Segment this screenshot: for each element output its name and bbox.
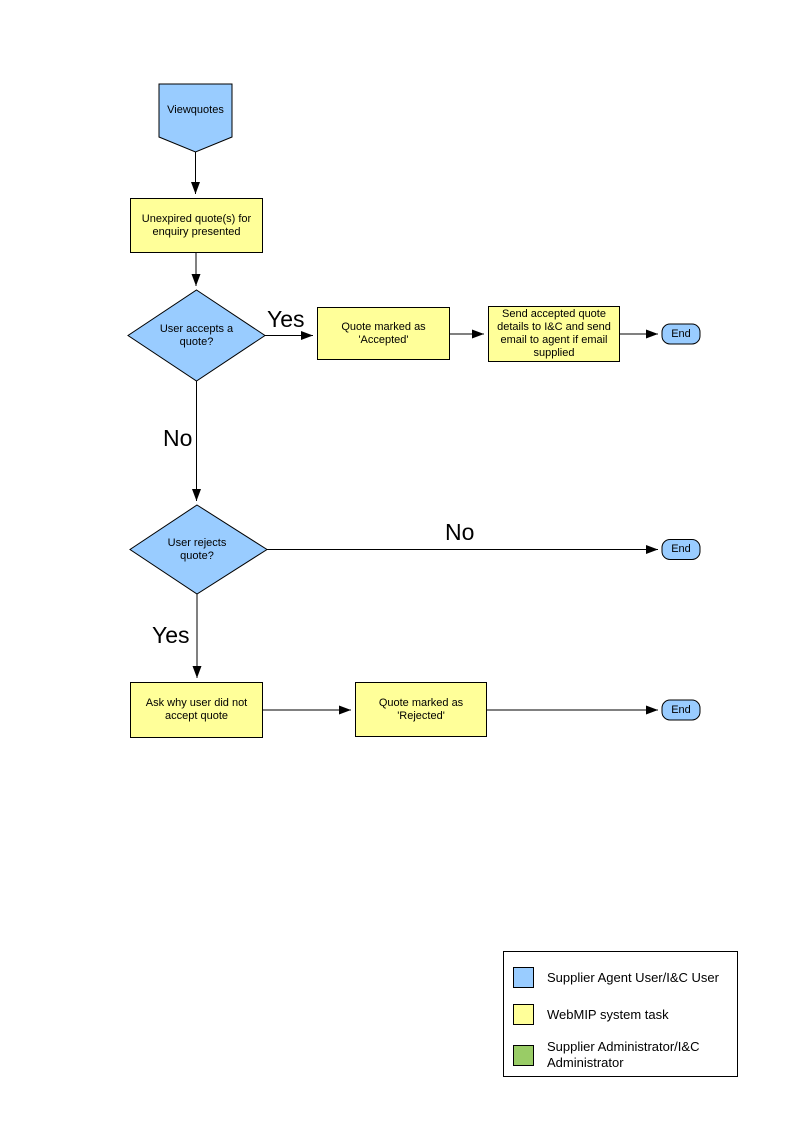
end-reject-label: End <box>671 703 691 716</box>
legend: Supplier Agent User/I&C User WebMIP syst… <box>503 951 738 1077</box>
edge-label-accept-yes: Yes <box>267 306 305 332</box>
legend-swatch-blue <box>513 967 534 988</box>
edge-label-reject-no: No <box>445 519 475 545</box>
task-mark-accepted: Quote marked as 'Accepted' <box>317 307 450 360</box>
end-reject-shape <box>661 699 701 721</box>
task-send-details: Send accepted quote details to I&C and s… <box>488 306 620 362</box>
legend-item-supplier-agent-user: Supplier Agent User/I&C User <box>513 967 727 988</box>
edge-label-reject-yes: Yes <box>152 622 190 648</box>
end-no-reject-label: End <box>671 542 691 555</box>
edge-label-accept-no: No <box>163 425 193 451</box>
task-present-quotes: Unexpired quote(s) for enquiry presented <box>130 198 263 253</box>
legend-label: WebMIP system task <box>547 1006 669 1022</box>
legend-label: Supplier Administrator/I&C Administrator <box>547 1039 700 1070</box>
start-node-label: Viewquotes <box>167 104 224 116</box>
legend-swatch-yellow <box>513 1004 534 1025</box>
task-mark-rejected: Quote marked as 'Rejected' <box>355 682 487 737</box>
end-accept-shape <box>661 323 701 345</box>
legend-swatch-green <box>513 1044 534 1066</box>
end-no-reject-shape <box>661 539 701 560</box>
start-node-shape <box>158 83 233 153</box>
end-accept-label: End <box>671 327 691 340</box>
rejects-decision-label: User rejects quote? <box>167 536 227 562</box>
task-ask-reason: Ask why user did not accept quote <box>130 682 263 738</box>
legend-item-supplier-administrator: Supplier Administrator/I&C Administrator <box>513 1039 722 1071</box>
legend-item-webmip-system-task: WebMIP system task <box>513 1004 727 1025</box>
accepts-decision-label: User accepts a quote? <box>159 322 234 348</box>
legend-label: Supplier Agent User/I&C User <box>547 969 719 985</box>
